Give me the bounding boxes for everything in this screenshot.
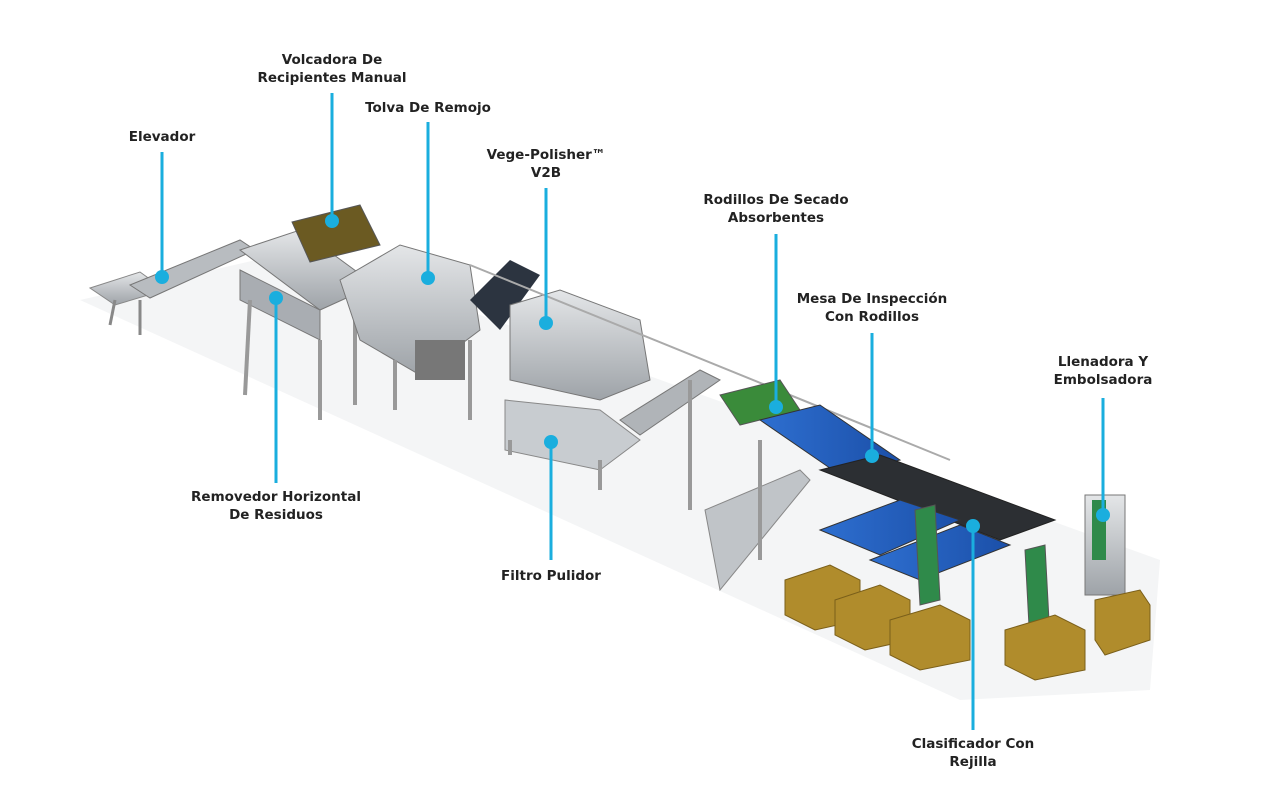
residue-remover-machine <box>238 204 381 420</box>
drying-and-inspection-machine <box>688 379 1057 592</box>
label-filtro: Filtro Pulidor <box>501 568 601 584</box>
callout-dot-tolva <box>421 271 435 285</box>
soak-tank-machine <box>339 244 540 420</box>
callout-dot-rodillos <box>769 400 783 414</box>
callout-dot-clasificador <box>966 519 980 533</box>
callout-dot-vege <box>539 316 553 330</box>
label-tolva: Tolva De Remojo <box>365 100 491 116</box>
callout-dot-removedor <box>269 291 283 305</box>
callout-dot-elevador <box>155 270 169 284</box>
vege-polisher-machine <box>504 289 721 490</box>
callout-dot-filtro <box>544 435 558 449</box>
bins <box>784 564 1151 681</box>
label-elevador: Elevador <box>128 129 196 145</box>
callout-dot-llenadora <box>1096 508 1110 522</box>
callout-dot-volcadora <box>325 214 339 228</box>
callout-dot-mesa <box>865 449 879 463</box>
